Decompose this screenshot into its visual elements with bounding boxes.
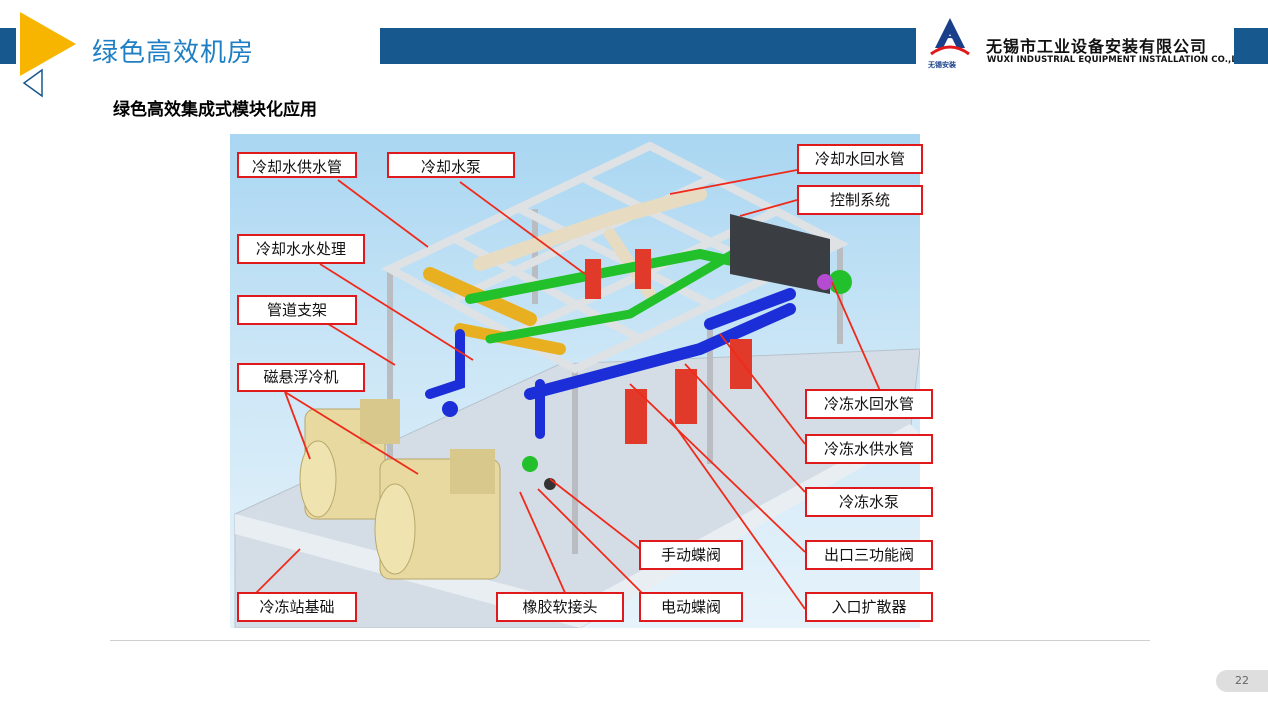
header-bar-right [1234,28,1268,64]
slide-title: 绿色高效机房 [92,38,255,68]
label-cooling-pump: 冷却水泵 [387,152,515,178]
equipment-illustration [234,141,921,629]
label-cooling-supply-pipe: 冷却水供水管 [237,152,357,178]
label-cooling-water-treatment: 冷却水水处理 [237,234,365,264]
page-number: 22 [1216,670,1268,692]
header-bar-middle [380,28,916,64]
label-control-system: 控制系统 [797,185,923,215]
section-subtitle: 绿色高效集成式模块化应用 [113,100,317,120]
equipment-diagram: 冷却水供水管 冷却水泵 冷却水回水管 控制系统 冷却水水处理 管道支架 磁悬浮冷… [230,134,933,629]
company-name-cn: 无锡市工业设备安装有限公司 [986,37,1208,56]
header-triangle-icon [20,12,76,98]
company-name-en: WUXI INDUSTRIAL EQUIPMENT INSTALLATION C… [987,55,1252,65]
label-chilled-pump: 冷冻水泵 [805,487,933,517]
label-rubber-soft-joint: 橡胶软接头 [496,592,624,622]
label-maglev-chiller: 磁悬浮冷机 [237,363,365,392]
label-manual-butterfly-valve: 手动蝶阀 [639,540,743,570]
label-chilled-return-pipe: 冷冻水回水管 [805,389,933,419]
label-cooling-return-pipe: 冷却水回水管 [797,144,923,174]
label-inlet-diffuser: 入口扩散器 [805,592,933,622]
footer-divider [110,640,1150,641]
company-logo-icon [930,18,970,56]
label-outlet-triple-valve: 出口三功能阀 [805,540,933,570]
label-electric-butterfly-valve: 电动蝶阀 [639,592,743,622]
label-pipe-support: 管道支架 [237,295,357,325]
logo-caption: 无锡安装 [928,61,956,69]
leader-lines [254,169,886,610]
label-chilled-supply-pipe: 冷冻水供水管 [805,434,933,464]
label-chiller-station-base: 冷冻站基础 [237,592,357,622]
header-bar-left [0,28,16,64]
